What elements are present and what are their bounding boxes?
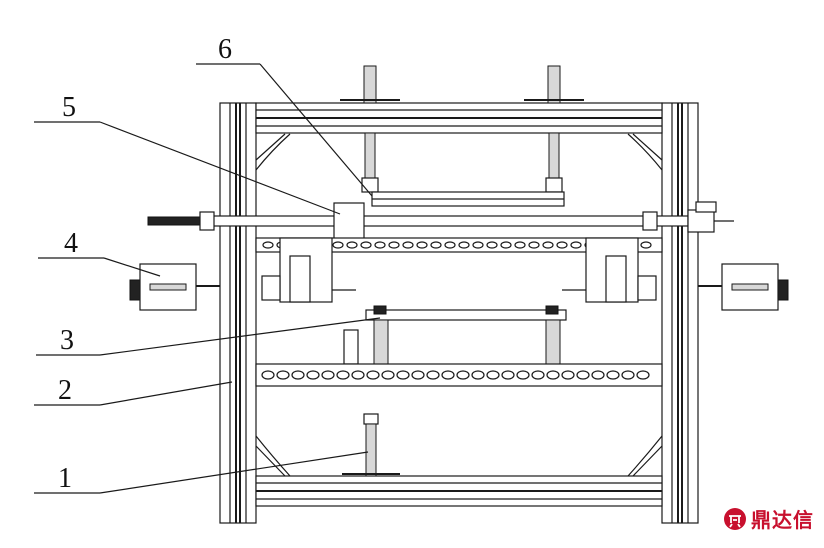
rail-slot-hole (486, 241, 498, 249)
rail-slot-hole (576, 370, 590, 380)
rail-slot-hole (262, 241, 274, 249)
callout-2: 2 (58, 375, 72, 406)
rail-slot-hole (381, 370, 395, 380)
rail-slot-hole (640, 241, 652, 249)
frame-top-beam (255, 102, 663, 134)
callout-labels: 6 5 4 3 2 1 (58, 34, 232, 494)
rail-slot-hole (456, 370, 470, 380)
rail-slot-hole (276, 370, 290, 380)
rail-slot-hole (374, 241, 386, 249)
rail-slot-hole (346, 241, 358, 249)
rail-slot-hole (366, 370, 380, 380)
rail-slot-hole (472, 241, 484, 249)
callout-4: 4 (64, 228, 78, 259)
rail-slot-hole (336, 370, 350, 380)
top-guide-posts (340, 65, 584, 193)
rail-slot-hole (291, 370, 305, 380)
lower-perforated-rail (255, 363, 663, 387)
corner-gussets (255, 133, 663, 477)
rail-slot-hole (306, 370, 320, 380)
dingdaxin-logo-icon (724, 507, 746, 530)
rail-slot-hole (426, 370, 440, 380)
frame-right-column (661, 102, 699, 524)
rail-slot-hole (441, 370, 455, 380)
rail-slot-hole (486, 370, 500, 380)
rail-slot-hole (500, 241, 512, 249)
callout-3: 3 (60, 325, 74, 356)
rail-slot-hole (458, 241, 470, 249)
frame-left-column (219, 102, 257, 524)
rail-slot-hole (261, 370, 275, 380)
rail-slot-hole (430, 241, 442, 249)
callout-6: 6 (218, 34, 232, 65)
rail-slot-hole (332, 241, 344, 249)
rail-slot-hole (471, 370, 485, 380)
rail-slot-hole (531, 370, 545, 380)
right-side-cylinder (698, 263, 789, 311)
rail-slot-hole (591, 370, 605, 380)
horizontal-rod-assembly (147, 201, 734, 250)
rail-slot-hole (396, 370, 410, 380)
rail-slot-hole (321, 370, 335, 380)
frame-bottom-beam (255, 475, 663, 507)
upper-press-plate (371, 191, 565, 207)
watermark: 鼎达信 (723, 504, 814, 533)
rail-slot-hole (561, 370, 575, 380)
rail-slot-hole (542, 241, 554, 249)
rail-slot-hole (388, 241, 400, 249)
rail-slot-hole (402, 241, 414, 249)
rail-slot-hole (514, 241, 526, 249)
rail-slot-hole (416, 241, 428, 249)
bottom-support-post (342, 413, 400, 477)
rail-slot-hole (360, 241, 372, 249)
rail-slot-hole (546, 370, 560, 380)
clamp-brackets (261, 237, 657, 303)
rail-slot-hole (411, 370, 425, 380)
rail-slot-hole (556, 241, 568, 249)
middle-clamp-plate (343, 305, 567, 365)
rail-slot-hole (606, 370, 620, 380)
rail-slot-hole (621, 370, 635, 380)
rail-slot-hole (636, 370, 650, 380)
callout-5: 5 (62, 92, 76, 123)
rail-slot-hole (528, 241, 540, 249)
rail-slot-hole (516, 370, 530, 380)
rail-slot-hole (444, 241, 456, 249)
rail-slot-hole (351, 370, 365, 380)
rail-slot-hole (501, 370, 515, 380)
left-side-cylinder (129, 263, 220, 311)
rail-slot-hole (570, 241, 582, 249)
watermark-text: 鼎达信 (751, 508, 814, 532)
callout-1: 1 (58, 463, 72, 494)
leader-lines (34, 63, 381, 494)
